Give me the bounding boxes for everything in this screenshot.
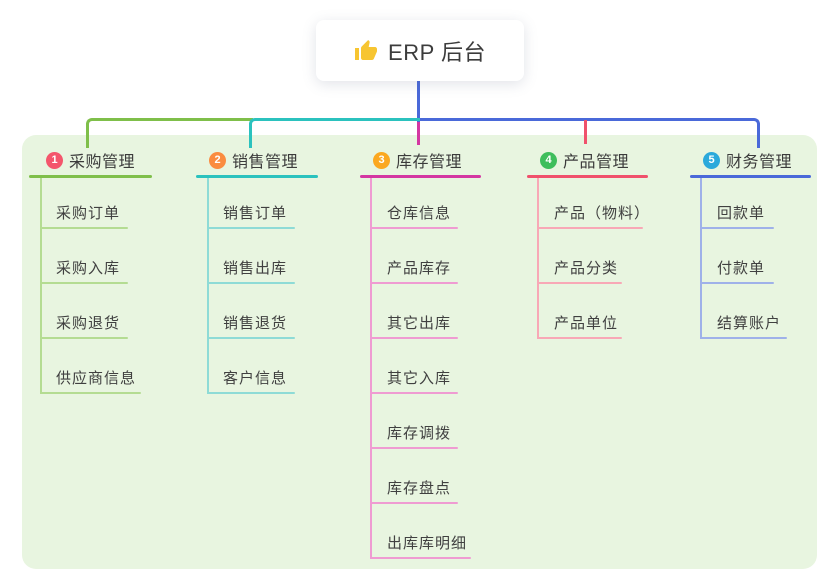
leaf-underline <box>207 282 295 284</box>
branch-node-product[interactable]: 4 产品管理 <box>540 151 630 171</box>
leaf-node[interactable]: 客户信息 <box>223 370 288 387</box>
branch5-connector-line <box>420 118 760 148</box>
branch-rail <box>370 178 372 559</box>
branch-label: 采购管理 <box>69 154 136 171</box>
leaf-node[interactable]: 库存盘点 <box>387 480 452 497</box>
leaf-underline <box>700 282 774 284</box>
leaf-underline <box>207 227 295 229</box>
leaf-node[interactable]: 采购订单 <box>56 205 121 222</box>
leaf-node[interactable]: 产品（物料） <box>554 205 651 222</box>
branch-underline <box>690 175 811 178</box>
leaf-node[interactable]: 销售退货 <box>223 315 288 332</box>
branch-underline <box>360 175 481 178</box>
leaf-underline <box>537 282 622 284</box>
branches-panel <box>22 135 817 569</box>
branch3-connector-line <box>417 122 420 145</box>
leaf-node[interactable]: 采购退货 <box>56 315 121 332</box>
leaf-underline <box>370 502 458 504</box>
leaf-underline <box>207 392 295 394</box>
branch-rail <box>700 178 702 339</box>
leaf-underline <box>370 447 458 449</box>
leaf-underline <box>40 392 141 394</box>
leaf-underline <box>537 227 643 229</box>
branch-node-finance[interactable]: 5 财务管理 <box>703 151 793 171</box>
leaf-node[interactable]: 采购入库 <box>56 260 121 277</box>
branch-badge: 1 <box>46 151 63 169</box>
branch-badge: 2 <box>209 151 226 169</box>
branch-label: 产品管理 <box>563 154 630 171</box>
branch-badge: 4 <box>540 151 557 169</box>
thumbs-up-icon <box>355 39 378 60</box>
branch2-connector-line <box>249 118 423 148</box>
leaf-node[interactable]: 回款单 <box>717 205 766 222</box>
branch-rail <box>537 178 539 339</box>
branch4-connector-line <box>584 120 587 144</box>
leaf-underline <box>40 282 128 284</box>
branch-node-purchase[interactable]: 1 采购管理 <box>46 151 136 171</box>
branch-underline <box>527 175 648 178</box>
leaf-node[interactable]: 销售出库 <box>223 260 288 277</box>
leaf-node[interactable]: 销售订单 <box>223 205 288 222</box>
branch-rail <box>207 178 209 394</box>
leaf-node[interactable]: 结算账户 <box>717 315 782 332</box>
leaf-node[interactable]: 产品库存 <box>387 260 452 277</box>
root-title: ERP 后台 <box>388 39 486 65</box>
leaf-node[interactable]: 出库库明细 <box>387 535 468 552</box>
root-node[interactable]: ERP 后台 <box>316 20 524 81</box>
leaf-node[interactable]: 其它入库 <box>387 370 452 387</box>
leaf-underline <box>207 337 295 339</box>
leaf-underline <box>370 557 471 559</box>
leaf-underline <box>537 337 622 339</box>
branch-underline <box>196 175 318 178</box>
leaf-node[interactable]: 产品分类 <box>554 260 619 277</box>
branch-label: 财务管理 <box>726 154 793 171</box>
leaf-underline <box>370 392 458 394</box>
branch-underline <box>29 175 152 178</box>
branch-label: 销售管理 <box>232 154 299 171</box>
branch-node-inventory[interactable]: 3 库存管理 <box>373 151 463 171</box>
leaf-underline <box>700 227 774 229</box>
leaf-node[interactable]: 供应商信息 <box>56 370 137 387</box>
branch-badge: 3 <box>373 151 390 169</box>
leaf-underline <box>370 227 458 229</box>
leaf-node[interactable]: 产品单位 <box>554 315 619 332</box>
branch-badge: 5 <box>703 151 720 169</box>
leaf-underline <box>370 337 458 339</box>
leaf-node[interactable]: 仓库信息 <box>387 205 452 222</box>
leaf-underline <box>40 227 128 229</box>
branch-rail <box>40 178 42 394</box>
leaf-underline <box>370 282 458 284</box>
root-connector-line <box>417 81 420 123</box>
branch1-connector-line <box>86 118 253 148</box>
leaf-underline <box>40 337 128 339</box>
branch-label: 库存管理 <box>396 154 463 171</box>
leaf-node[interactable]: 库存调拨 <box>387 425 452 442</box>
leaf-underline <box>700 337 787 339</box>
leaf-node[interactable]: 付款单 <box>717 260 766 277</box>
branch-node-sales[interactable]: 2 销售管理 <box>209 151 299 171</box>
leaf-node[interactable]: 其它出库 <box>387 315 452 332</box>
